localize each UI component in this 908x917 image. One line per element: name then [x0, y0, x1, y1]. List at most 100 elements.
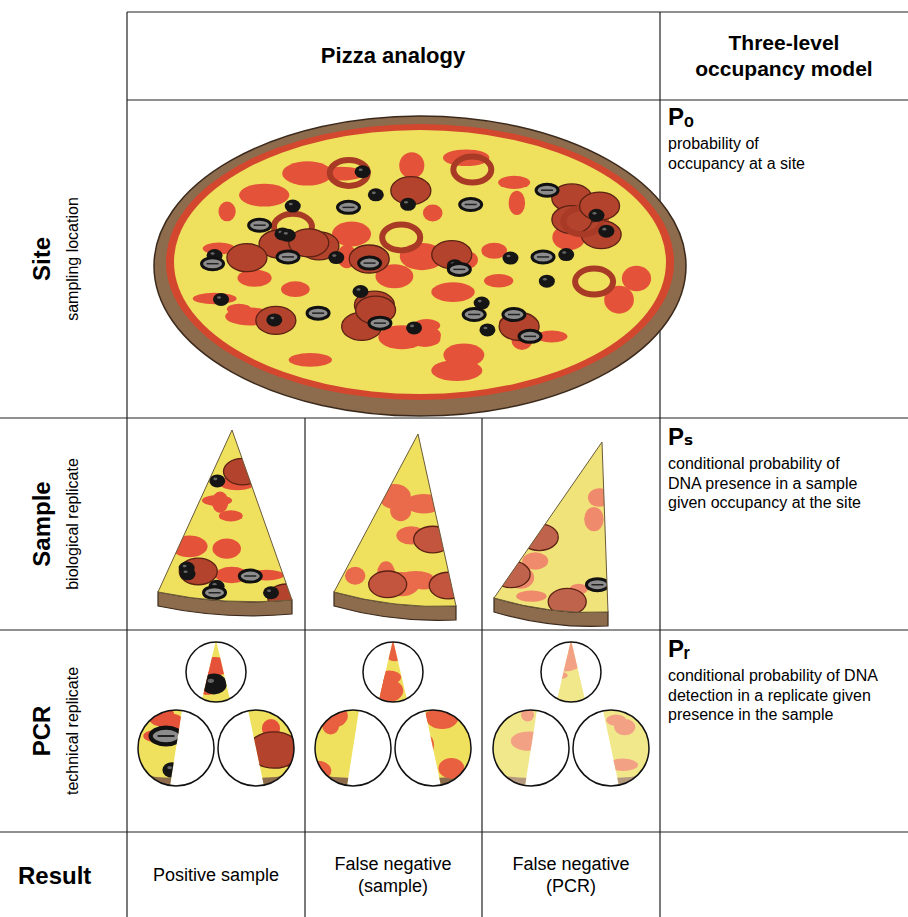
- olive: [201, 674, 227, 695]
- pcr-replicate: [138, 704, 214, 786]
- replicate-cheese: [603, 710, 649, 786]
- row-subheader: technical replicate: [63, 667, 83, 795]
- olive-slice-mark: [364, 262, 376, 264]
- olive-slice-mark: [342, 207, 354, 209]
- pcr-replicate: [395, 707, 471, 786]
- sauce-patch: [438, 758, 464, 779]
- sauce-patch: [289, 353, 332, 367]
- pepperoni-ring: [382, 224, 420, 250]
- olive-shine: [332, 254, 336, 257]
- replicate-ground: [138, 710, 214, 786]
- olive-slice-mark: [537, 256, 549, 258]
- olive-shine: [410, 325, 414, 328]
- olive-slice: [249, 219, 271, 231]
- olive: [209, 474, 225, 487]
- pcr-replicate: [218, 710, 307, 786]
- olive: [213, 293, 229, 306]
- olive-slice-mark: [508, 314, 520, 316]
- olive-slice-mark: [541, 189, 553, 191]
- pizza-slice: [334, 434, 467, 620]
- olive-shine: [211, 252, 215, 255]
- olive: [598, 225, 614, 238]
- sauce-patch: [484, 274, 513, 287]
- sauce-patch: [399, 152, 424, 179]
- olive-shine: [213, 478, 217, 481]
- olive-shine: [404, 201, 408, 204]
- olive: [263, 586, 279, 599]
- olive-shine: [284, 232, 288, 235]
- olive-slice: [463, 308, 485, 320]
- olive: [503, 252, 519, 265]
- olive-shine: [356, 288, 360, 291]
- olive-slice-mark: [244, 575, 256, 577]
- pizza-cheese: [174, 130, 666, 394]
- slice-toppings: [171, 458, 306, 610]
- olive-shine: [267, 589, 271, 592]
- replicate-outline: [493, 710, 569, 786]
- olive-shine: [562, 251, 566, 254]
- row-subheader: biological replicate: [63, 458, 83, 590]
- olive-shine: [593, 212, 597, 215]
- olive-slice-mark: [524, 336, 536, 338]
- replicate-ground: [493, 710, 569, 786]
- table-rule: [127, 11, 908, 12]
- olive-shine: [208, 679, 214, 683]
- olive-shine: [543, 278, 547, 281]
- olive-shine: [483, 327, 487, 330]
- olive-shine: [359, 168, 363, 171]
- sauce-patch: [379, 484, 411, 509]
- table-rule: [127, 99, 908, 100]
- olive: [589, 209, 605, 222]
- pcr-replicate: [186, 640, 246, 704]
- olive-slice: [460, 198, 482, 210]
- parameter-definition: probability of occupancy at a site: [668, 134, 838, 173]
- replicate-ground: [315, 710, 391, 786]
- pcr-replicate: [541, 635, 601, 704]
- olive-slice: [359, 257, 381, 269]
- pepperoni: [369, 571, 407, 598]
- table-rule: [481, 418, 482, 917]
- olive-shine: [507, 255, 511, 258]
- slice-outline: [334, 434, 456, 606]
- slice-outline: [158, 430, 292, 602]
- slice-toppings: [492, 488, 610, 615]
- olive-slice-mark: [209, 592, 221, 594]
- sauce-patch: [282, 161, 332, 185]
- pcr-replicate: [573, 710, 649, 786]
- sauce-patch: [424, 711, 439, 722]
- olive: [266, 313, 282, 326]
- table-rule: [0, 417, 908, 418]
- olive: [558, 248, 574, 261]
- slice-toppings: [345, 484, 467, 599]
- parameter-definition: conditional probability of DNA presence …: [668, 454, 873, 513]
- sauce-patch: [212, 538, 241, 558]
- olive-slice: [202, 258, 224, 270]
- sauce-patch: [608, 759, 638, 771]
- olive-shine: [167, 766, 172, 769]
- olive-slice: [586, 579, 608, 591]
- sauce-patch: [372, 672, 393, 694]
- olive-slice: [307, 307, 329, 319]
- row-header: Site: [27, 237, 56, 281]
- olive: [368, 188, 384, 201]
- sauce-patch: [423, 205, 443, 222]
- pepperoni-ring: [575, 269, 613, 295]
- olive-slice: [448, 263, 470, 275]
- sauce-patch: [546, 671, 567, 679]
- olive-slice: [369, 317, 391, 329]
- pepperoni-ring: [453, 157, 491, 183]
- sauce-patch: [171, 536, 208, 558]
- pepperoni: [224, 458, 262, 485]
- sauce-patch: [516, 591, 546, 602]
- sauce-patch: [547, 654, 581, 671]
- olive-slice: [519, 330, 541, 342]
- sauce-patch: [421, 735, 434, 755]
- column-header: Three-level occupancy model: [684, 30, 884, 81]
- pepperoni: [414, 526, 452, 553]
- olive-slice-mark: [591, 584, 603, 586]
- olive: [539, 275, 555, 288]
- olive-slice-mark: [374, 322, 386, 324]
- olive-slice: [503, 309, 525, 321]
- olive-shine: [289, 203, 293, 206]
